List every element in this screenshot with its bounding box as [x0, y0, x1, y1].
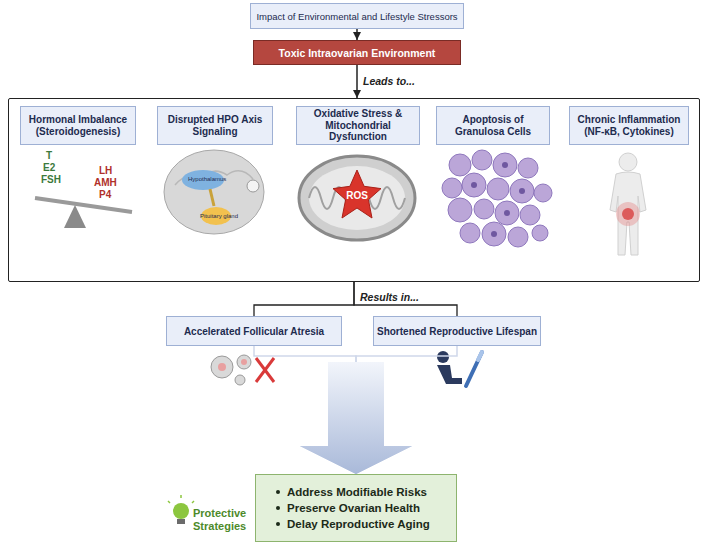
connector-line: [356, 65, 358, 98]
big-arrow: [300, 362, 412, 474]
toxic-environment-box: Toxic Intraovarian Environment: [253, 40, 461, 65]
stressor-box: Impact of Environmental and Lifestyle St…: [250, 3, 464, 29]
effect-box: Apoptosis of Granulosa Cells: [436, 106, 550, 145]
cross-mark: [256, 358, 274, 382]
follicle: [211, 356, 233, 378]
connector: [357, 65, 358, 98]
cross-mark: [256, 358, 274, 382]
pen-icon: [466, 352, 482, 386]
node-text: Address Modifiable Risks: [287, 484, 427, 500]
anatomy-label: Hypothalamus: [188, 176, 226, 182]
person-head: [437, 351, 449, 363]
node-text: Chronic Inflammation (NF-κB, Cytokines): [573, 114, 685, 137]
node-text: Accelerated Follicular Atresia: [184, 326, 324, 337]
light-ray: [168, 501, 170, 503]
node-text: Delay Reproductive Aging: [287, 516, 430, 532]
bullet-dot: [276, 522, 280, 526]
node-text: Toxic Intraovarian Environment: [279, 47, 436, 59]
effect-box: Oxidative Stress & Mitochondrial Dysfunc…: [296, 106, 420, 145]
effect-box: Hormonal Imbalance (Steroidogenesis): [20, 106, 136, 145]
connector-line: [356, 346, 457, 362]
effect-box: Disrupted HPO Axis Signaling: [157, 106, 273, 145]
follicle: [235, 375, 245, 385]
connector: [354, 282, 457, 316]
hormone-label: AMH: [94, 177, 117, 188]
lightbulb-base: [177, 519, 185, 524]
hormone-label: T: [46, 150, 52, 161]
strategy-heading: Protective Strategies: [193, 507, 255, 532]
connector-line: [254, 282, 354, 316]
edge-label: Results in...: [360, 291, 419, 303]
pen-cap: [478, 352, 482, 360]
hormone-label: FSH: [41, 174, 61, 185]
big-arrow: [300, 362, 412, 474]
oocyte: [241, 359, 247, 365]
light-ray: [192, 501, 194, 503]
connector-line: [356, 29, 358, 40]
effect-box: Chronic Inflammation (NF-κB, Cytokines): [569, 106, 689, 145]
node-text: Preserve Ovarian Health: [287, 500, 420, 516]
node-text: Apoptosis of Granulosa Cells: [440, 114, 546, 137]
ros-label: ROS: [345, 190, 369, 201]
person-body: [437, 365, 462, 384]
bullet-row: Delay Reproductive Aging: [276, 516, 430, 532]
connector: [300, 346, 457, 474]
hormone-label: E2: [43, 162, 55, 173]
node-text: Oxidative Stress & Mitochondrial Dysfunc…: [300, 108, 416, 143]
lightbulb: [173, 503, 189, 519]
node-text: Hormonal Imbalance (Steroidogenesis): [24, 114, 132, 137]
follicle: [237, 355, 251, 369]
oocyte: [218, 363, 226, 371]
bullet-row: Address Modifiable Risks: [276, 484, 427, 500]
outcome-box: Accelerated Follicular Atresia: [166, 316, 342, 346]
node-text: Disrupted HPO Axis Signaling: [161, 114, 269, 137]
strategy-box: Address Modifiable RisksPreserve Ovarian…: [255, 474, 457, 542]
node-text: Impact of Environmental and Lifestyle St…: [256, 11, 457, 22]
bullet-dot: [276, 506, 280, 510]
edge-label: Leads to...: [363, 75, 415, 87]
bullet-dot: [276, 490, 280, 494]
connector: [254, 282, 354, 316]
connector-line: [254, 346, 356, 362]
connector: [357, 29, 358, 40]
connector-line: [354, 282, 457, 316]
hormone-label: P4: [99, 189, 111, 200]
bullet-row: Preserve Ovarian Health: [276, 500, 420, 516]
outcome-box: Shortened Reproductive Lifespan: [373, 316, 541, 346]
light-ray: [180, 495, 182, 498]
anatomy-label: Pituitary gland: [200, 213, 238, 219]
connector: [254, 346, 412, 474]
node-text: Shortened Reproductive Lifespan: [377, 326, 537, 337]
hormone-label: LH: [99, 165, 112, 176]
